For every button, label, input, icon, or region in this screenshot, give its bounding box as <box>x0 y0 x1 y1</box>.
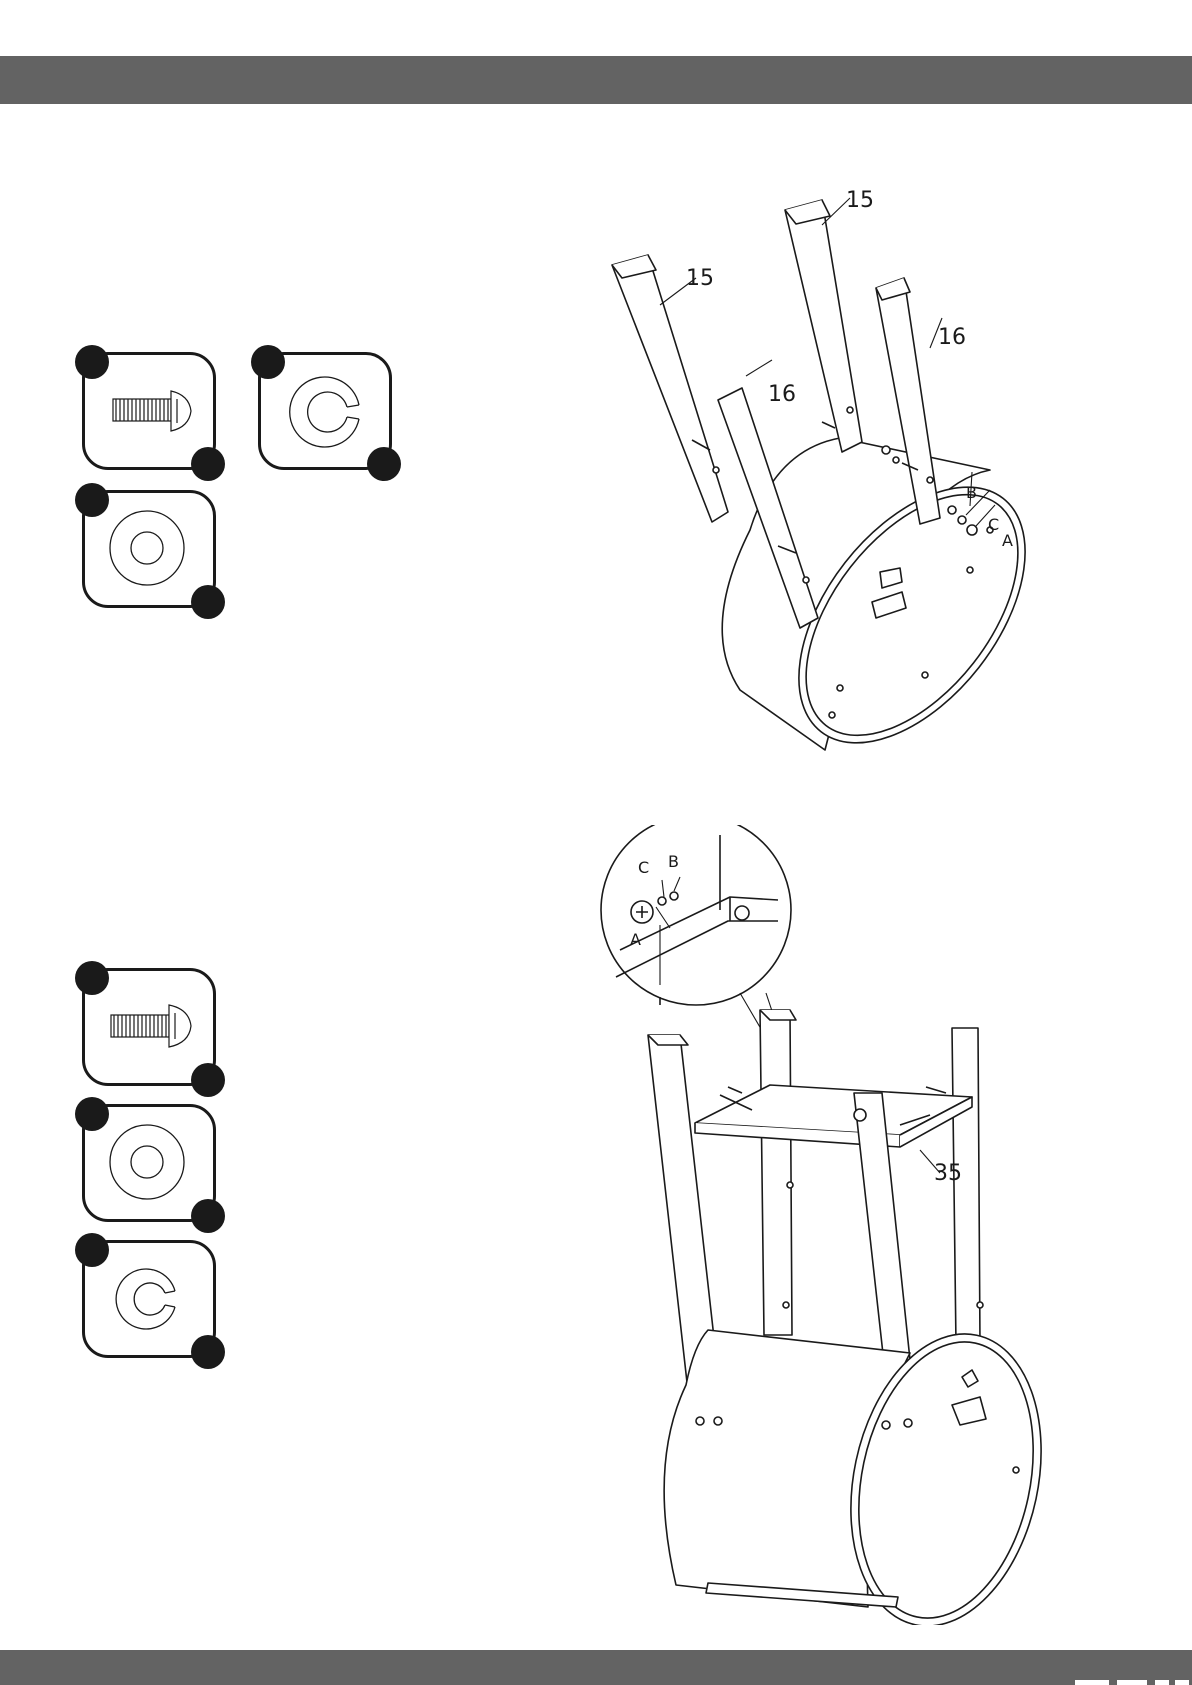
bolt-icon <box>85 355 213 467</box>
hardware-tile-spring-washer <box>82 1240 216 1358</box>
hardware-label-a: A <box>630 930 641 949</box>
hardware-label-b: B <box>966 483 977 502</box>
footer-segment <box>1175 1680 1189 1685</box>
header-bar <box>0 56 1192 104</box>
footer-segment <box>1155 1680 1169 1685</box>
hardware-tile-bolt <box>82 352 216 470</box>
footer-bar <box>0 1650 1192 1685</box>
hardware-tile-flat-washer <box>82 1104 216 1222</box>
hardware-label-a: A <box>1002 531 1013 550</box>
spring-washer-icon <box>85 1243 213 1355</box>
hardware-label-c: C <box>638 858 649 877</box>
hardware-tile-bolt <box>82 968 216 1086</box>
part-label-16: 16 <box>938 325 966 350</box>
part-label-35: 35 <box>934 1161 962 1186</box>
step2-assembly-diagram: C B A 35 <box>600 825 1192 1625</box>
hardware-label-c: C <box>988 515 999 534</box>
footer-segment <box>1075 1680 1109 1685</box>
bolt-icon <box>85 971 213 1083</box>
hardware-label-b: B <box>668 852 679 871</box>
flat-washer-icon <box>85 1107 213 1219</box>
part-label-15: 15 <box>846 188 874 213</box>
part-label-16: 16 <box>768 382 796 407</box>
flat-washer-icon <box>85 493 213 605</box>
hardware-tile-spring-washer <box>258 352 392 470</box>
footer-segment <box>1117 1680 1147 1685</box>
step1-assembly-diagram: 15 15 16 16 B C A <box>600 170 1192 770</box>
spring-washer-icon <box>261 355 389 467</box>
part-label-15: 15 <box>686 266 714 291</box>
hardware-tile-flat-washer <box>82 490 216 608</box>
